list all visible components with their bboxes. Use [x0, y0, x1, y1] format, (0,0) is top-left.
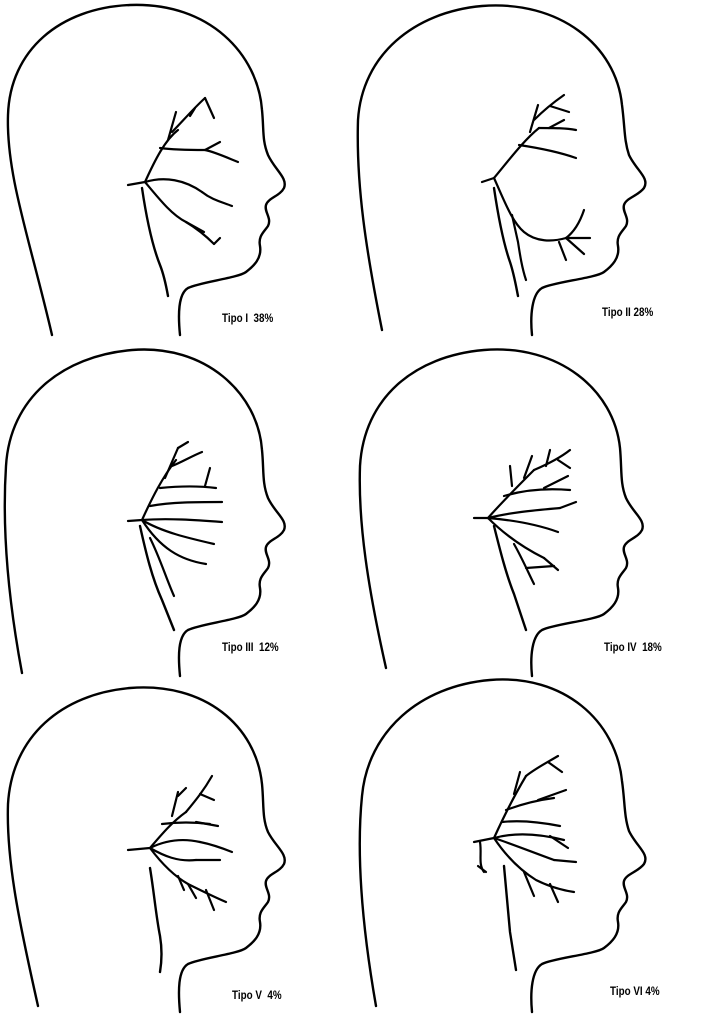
- head-profile-outline: [360, 349, 643, 676]
- caption-tipo-6: Tipo VI 4%: [610, 984, 660, 998]
- panel-tipo-6: Tipo VI 4%: [354, 676, 708, 1015]
- jaw-line: [494, 526, 526, 630]
- panel-tipo-2: Tipo II 28%: [354, 0, 708, 338]
- head-diagram-tipo-4: [354, 338, 708, 676]
- panel-tipo-4: Tipo IV 18%: [354, 338, 708, 676]
- panel-tipo-5: Tipo V 4%: [0, 676, 354, 1015]
- nerve-branches-tipo-3: [128, 442, 222, 596]
- caption-tipo-5: Tipo V 4%: [232, 988, 282, 1002]
- head-profile-outline: [360, 679, 646, 1012]
- jaw-line: [140, 526, 174, 630]
- jaw-line: [150, 868, 162, 972]
- jaw-line: [504, 866, 516, 970]
- head-profile-outline: [8, 5, 285, 335]
- head-diagram-tipo-6: [354, 676, 708, 1015]
- caption-tipo-3: Tipo III 12%: [222, 640, 279, 654]
- nerve-branches-tipo-2: [482, 95, 590, 280]
- caption-tipo-4: Tipo IV 18%: [604, 640, 662, 654]
- panel-tipo-3: Tipo III 12%: [0, 338, 354, 676]
- nerve-branches-tipo-5: [128, 776, 232, 910]
- caption-tipo-2: Tipo II 28%: [602, 305, 653, 319]
- nerve-branches-tipo-6: [474, 756, 576, 902]
- head-diagram-tipo-1: [0, 0, 354, 338]
- head-profile-outline: [8, 687, 285, 1012]
- panel-tipo-1: Tipo I 38%: [0, 0, 354, 338]
- head-diagram-tipo-3: [0, 338, 354, 676]
- head-diagram-tipo-2: [354, 0, 708, 338]
- nerve-branches-tipo-4: [474, 450, 576, 584]
- head-diagram-tipo-5: [0, 676, 354, 1015]
- nerve-branches-tipo-1: [128, 98, 238, 244]
- caption-tipo-1: Tipo I 38%: [222, 311, 273, 325]
